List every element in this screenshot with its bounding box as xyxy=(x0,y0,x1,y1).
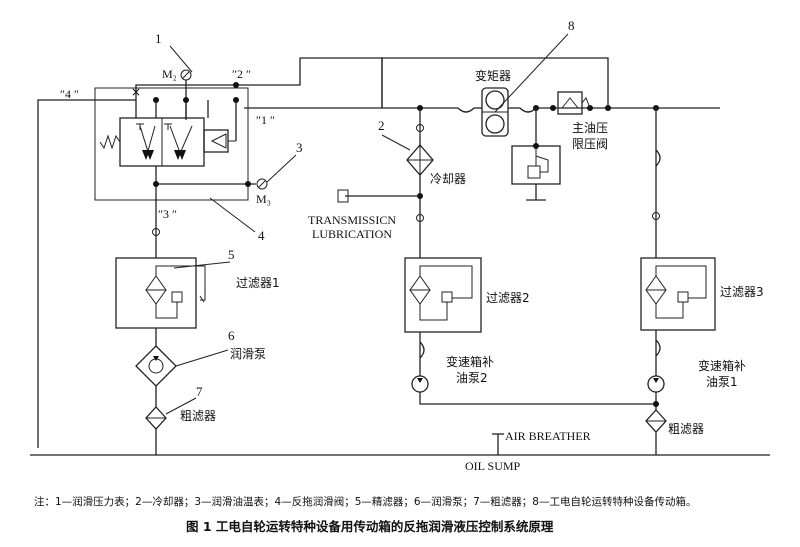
callout-2: 2 xyxy=(378,118,385,133)
main-relief-valve xyxy=(557,91,583,115)
leader-7 xyxy=(165,397,197,415)
leader-2 xyxy=(381,134,411,151)
lube-pump-label: 润滑泵 xyxy=(230,347,266,361)
top-line-port2 xyxy=(135,57,383,108)
filter1-spring xyxy=(199,295,205,303)
leader-3 xyxy=(266,154,297,183)
transmission-label-1: TRANSMISSICN xyxy=(308,213,396,227)
transmission-port xyxy=(337,189,349,203)
right-orifice-1 xyxy=(655,149,661,167)
relief-branch-pilot xyxy=(535,155,549,173)
pump1-arrow xyxy=(653,378,659,383)
filter3-bypass-line-b xyxy=(655,302,684,319)
pump1-label-2: 油泵1 xyxy=(706,375,738,389)
pump2-label-2: 油泵2 xyxy=(456,371,488,385)
port-4-label: ″4 ″ xyxy=(60,87,79,101)
filter2-label: 过滤器2 xyxy=(486,291,530,305)
strainer-left-label: 粗滤器 xyxy=(180,409,216,423)
filter2-bypass-line-b xyxy=(419,302,448,321)
filter3-bypass-line xyxy=(655,265,707,299)
leader-1 xyxy=(169,45,193,73)
torque-converter-icon-upper xyxy=(485,90,505,110)
lube-pump-rotor xyxy=(148,358,164,374)
return-line-4 xyxy=(37,99,136,448)
pilot-triangle-icon xyxy=(210,133,227,149)
gauge-m2-needle xyxy=(182,71,190,79)
transmission-label-2: LUBRICATION xyxy=(312,227,392,241)
middle-check-2 xyxy=(416,214,424,222)
leader-6 xyxy=(175,349,229,367)
torque-converter-icon-lower xyxy=(485,114,505,134)
valve-x-mark: × xyxy=(131,85,141,99)
main-relief-label-2: 限压阀 xyxy=(572,137,608,151)
figure-note: 注：1—润滑压力表；2—冷却器；3—润滑油温表；4—反拖润滑阀；5—精滤器；6—… xyxy=(34,495,696,508)
lube-pump-icon xyxy=(135,345,177,387)
filter1-bypass-valve xyxy=(171,291,183,303)
leader-5 xyxy=(173,261,231,269)
relief-branch-valve xyxy=(527,165,541,179)
callout-4: 4 xyxy=(258,228,265,243)
air-breather-label: AIR BREATHER xyxy=(505,429,591,443)
torque-converter-label: 变矩器 xyxy=(475,68,511,83)
pump2-suction xyxy=(419,392,656,405)
filter2-box xyxy=(404,257,482,333)
port-2-label: ″2 ″ xyxy=(232,67,251,81)
leader-8 xyxy=(494,33,569,113)
leader-4 xyxy=(209,197,256,233)
valve-arrow-4-head xyxy=(174,150,182,160)
filter1-label: 过滤器1 xyxy=(236,276,280,290)
callout-8: 8 xyxy=(568,18,575,33)
pump2-label-1: 变速箱补 xyxy=(446,354,494,369)
middle-check-1 xyxy=(416,124,424,132)
callout-7: 7 xyxy=(196,384,203,399)
lube-pump-arrow xyxy=(153,356,159,361)
callout-3: 3 xyxy=(296,140,303,155)
gauge-m2-icon xyxy=(180,69,192,81)
main-relief-spring xyxy=(581,97,591,109)
filter2-bypass-line xyxy=(419,265,473,299)
gauge-m3-needle xyxy=(258,180,266,188)
gauge-m2-label: M₂ xyxy=(162,67,177,81)
filter3-bypass-valve xyxy=(677,291,689,303)
middle-orifice xyxy=(419,341,425,359)
gauge-m3-icon xyxy=(256,178,268,190)
orifice-top xyxy=(457,107,475,113)
callout-6: 6 xyxy=(228,328,235,343)
cooler-label: 冷却器 xyxy=(430,172,466,186)
valve-arrow-2-head xyxy=(142,150,150,160)
callout-1: 1 xyxy=(155,31,162,46)
figure-caption: 图 1 工电自轮运转特种设备用传动箱的反拖润滑液压控制系统原理 xyxy=(186,519,554,534)
left-check-1 xyxy=(152,228,160,236)
callout-5: 5 xyxy=(228,247,235,262)
strainer-right-label: 粗滤器 xyxy=(668,422,704,436)
filter2-bypass-valve xyxy=(441,291,453,303)
filter3-box xyxy=(640,257,716,331)
right-orifice-2 xyxy=(655,339,661,357)
gauge-m3-label: M₃ xyxy=(256,192,271,206)
valve-spring-icon xyxy=(99,134,121,150)
valve-block-frame xyxy=(94,87,249,201)
port-1-label: ″1 ″ xyxy=(256,113,275,127)
pump1-label-1: 变速箱补 xyxy=(698,358,746,373)
filter1-bypass-line-b xyxy=(155,302,178,319)
port-3-label: ″3 ″ xyxy=(158,207,177,221)
pump2-arrow xyxy=(417,378,423,383)
main-relief-arrow xyxy=(561,97,579,109)
right-check-1 xyxy=(652,212,660,220)
bypass-top-line xyxy=(381,57,609,108)
main-relief-label-1: 主油压 xyxy=(572,121,608,135)
filter1-bypass-line xyxy=(155,265,206,301)
valve-pilot-actuator xyxy=(203,129,229,153)
oil-sump-label: OIL SUMP xyxy=(465,459,521,473)
filter3-label: 过滤器3 xyxy=(720,285,764,299)
